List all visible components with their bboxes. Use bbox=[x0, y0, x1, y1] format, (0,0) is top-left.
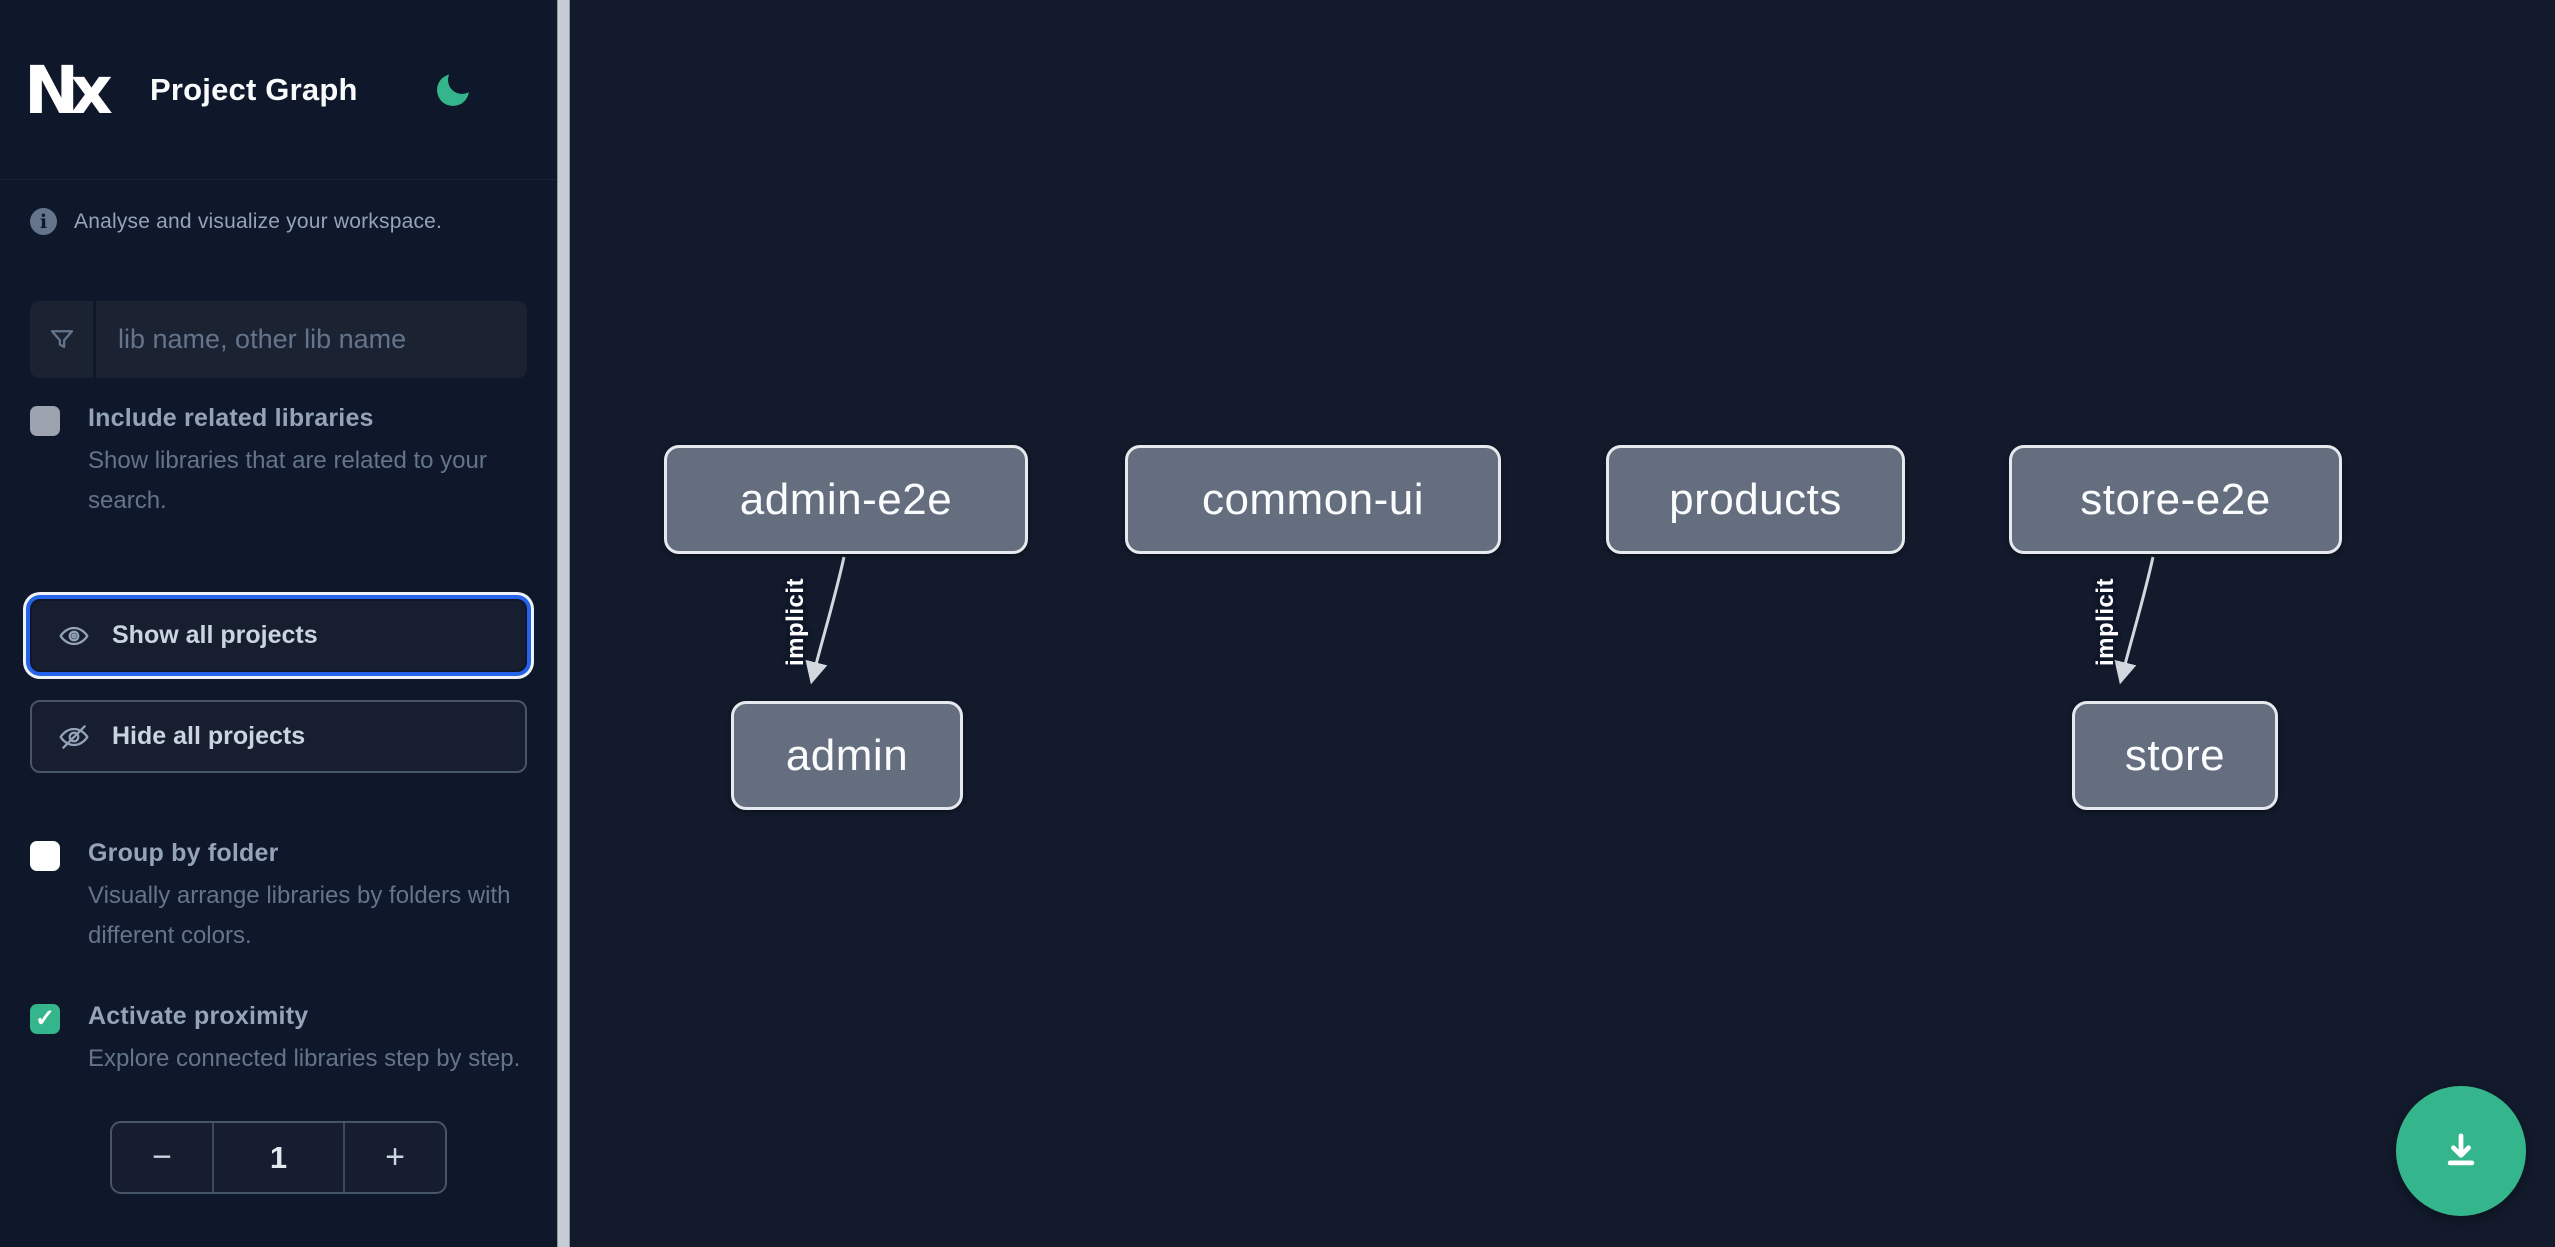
project-graph-canvas[interactable]: implicit implicit admin-e2e common-ui pr… bbox=[570, 0, 2555, 1247]
include-related-checkbox[interactable] bbox=[30, 406, 60, 436]
show-all-projects-button[interactable]: Show all projects bbox=[30, 599, 527, 672]
hide-all-projects-button[interactable]: Hide all projects bbox=[30, 700, 527, 773]
toggle-description: Visually arrange libraries by folders wi… bbox=[88, 882, 511, 949]
toggle-title: Activate proximity bbox=[88, 1002, 309, 1030]
svg-text:Nx: Nx bbox=[28, 55, 112, 125]
show-all-projects-label: Show all projects bbox=[112, 621, 318, 649]
eye-off-icon bbox=[58, 721, 90, 753]
funnel-icon bbox=[30, 301, 96, 378]
toggle-description: Explore connected libraries step by step… bbox=[88, 1045, 521, 1072]
toggle-description: Show libraries that are related to your … bbox=[88, 447, 487, 514]
edge-admin-e2e-admin bbox=[805, 556, 846, 685]
download-icon bbox=[2435, 1125, 2487, 1177]
edge-label-implicit: implicit bbox=[782, 577, 809, 667]
node-admin-e2e[interactable]: admin-e2e bbox=[664, 445, 1028, 554]
eye-icon bbox=[58, 620, 90, 652]
sidebar-header: Nx Project Graph bbox=[0, 0, 557, 180]
toggle-group-by-folder: Group by folder Visually arrange librari… bbox=[30, 839, 527, 956]
workspace-info: i Analyse and visualize your workspace. bbox=[30, 208, 527, 235]
page-title: Project Graph bbox=[150, 71, 358, 107]
node-products[interactable]: products bbox=[1606, 445, 1905, 554]
stepper-decrement-button[interactable]: − bbox=[152, 1138, 172, 1176]
info-icon: i bbox=[30, 208, 57, 235]
graph-edges bbox=[805, 556, 2155, 685]
moon-bite bbox=[448, 65, 476, 94]
nx-logo-icon: Nx bbox=[28, 55, 121, 125]
project-visibility-buttons: Show all projects Hide all projects bbox=[30, 599, 527, 773]
toggle-include-related: Include related libraries Show libraries… bbox=[30, 404, 527, 521]
nx-logo: Nx bbox=[28, 55, 128, 125]
edge-label-implicit: implicit bbox=[2092, 577, 2119, 667]
stepper-value[interactable]: 1 bbox=[212, 1123, 345, 1192]
activate-proximity-checkbox[interactable]: ✓ bbox=[30, 1004, 60, 1034]
filter-box bbox=[30, 301, 527, 378]
node-store-e2e[interactable]: store-e2e bbox=[2009, 445, 2342, 554]
node-store[interactable]: store bbox=[2072, 701, 2278, 810]
group-by-folder-checkbox[interactable] bbox=[30, 841, 60, 871]
info-text: Analyse and visualize your workspace. bbox=[74, 209, 443, 233]
proximity-depth-stepper: − 1 + bbox=[110, 1121, 447, 1194]
download-graph-button[interactable] bbox=[2396, 1086, 2526, 1216]
node-admin[interactable]: admin bbox=[731, 701, 963, 810]
edge-store-e2e-store bbox=[2114, 556, 2155, 685]
toggle-title: Group by folder bbox=[88, 839, 279, 867]
stepper-increment-button[interactable]: + bbox=[385, 1138, 405, 1176]
filter-input[interactable] bbox=[96, 301, 527, 378]
toggle-activate-proximity: ✓ Activate proximity Explore connected l… bbox=[30, 1002, 527, 1079]
hide-all-projects-label: Hide all projects bbox=[112, 722, 306, 750]
sidebar: Nx Project Graph i Analyse and visualize… bbox=[0, 0, 557, 1247]
sidebar-content: i Analyse and visualize your workspace. … bbox=[0, 180, 557, 1247]
node-common-ui[interactable]: common-ui bbox=[1125, 445, 1501, 554]
theme-toggle-moon-icon[interactable] bbox=[437, 65, 476, 106]
sidebar-resize-handle[interactable] bbox=[557, 0, 570, 1247]
checkmark-icon: ✓ bbox=[34, 1005, 56, 1032]
toggle-title: Include related libraries bbox=[88, 404, 374, 432]
